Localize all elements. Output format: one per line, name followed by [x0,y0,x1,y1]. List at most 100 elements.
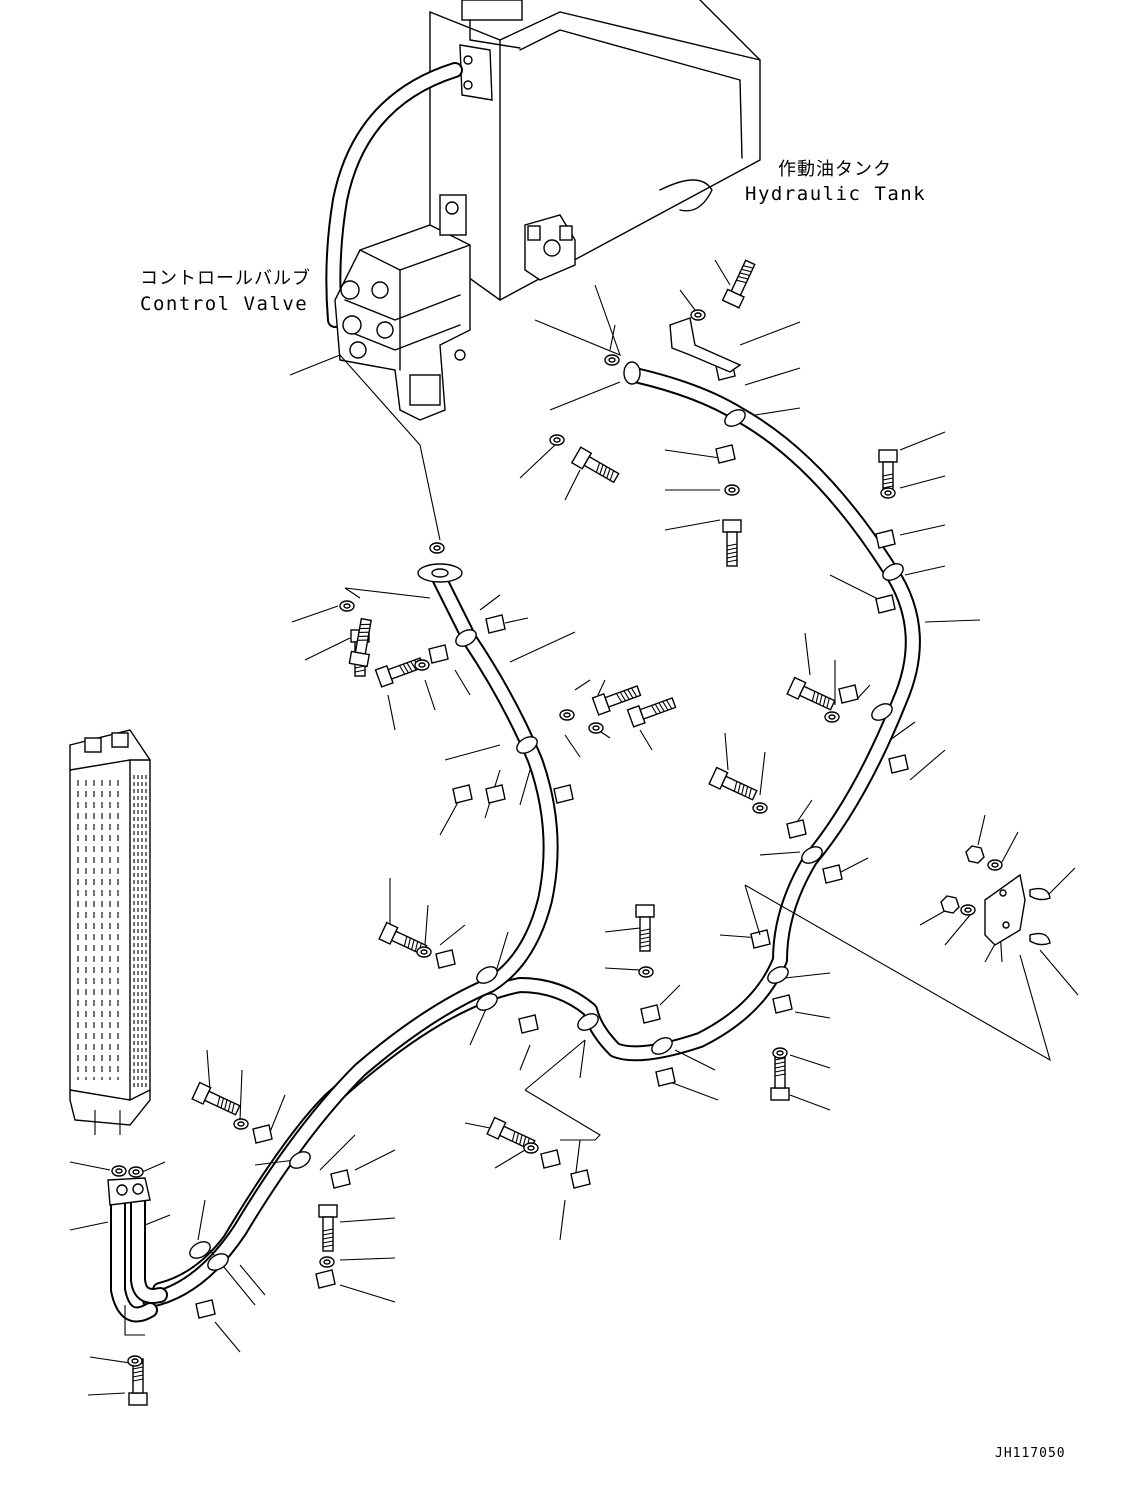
clamp-block-icon [540,1149,561,1169]
leader-line [609,324,616,351]
clamp-block-icon [875,529,896,549]
leader-line [1001,831,1019,863]
washer-icon [880,487,896,499]
leader-line [339,1284,396,1303]
clamp-icon [577,1013,599,1031]
leader-line [269,1094,286,1133]
washer-icon [549,434,565,446]
leader-line [519,444,556,479]
clamp-icon [882,563,904,581]
leader-line [519,769,531,806]
washer-icon [724,484,740,496]
leader-line [304,637,351,661]
leader-line [239,1069,243,1121]
leader-line [89,1356,131,1364]
clamp-icon [476,966,498,984]
clamp-block-icon [715,444,736,464]
leader-line [69,1161,111,1171]
clamp-block-icon [640,1004,661,1024]
leader-line [1047,867,1076,896]
leader-line [784,972,831,979]
washer-icon [690,309,706,321]
leader-line [319,1134,356,1171]
leader-line [424,679,436,711]
bolt-icon [770,1053,790,1101]
leader-line [214,1321,241,1353]
hose-clamps [189,361,909,1319]
washer-icon [604,354,620,366]
clamp-block-icon [195,1299,216,1319]
bolt-icon [570,446,620,484]
bolt-icon [708,766,758,801]
leader-line [87,1392,126,1396]
leader-line [724,732,729,771]
washer-icon [559,709,575,721]
tank-bracket-icon [669,317,742,373]
leader-line [909,749,946,781]
drawing-code: JH117050 [995,1446,1066,1461]
bolt-icon [626,697,677,728]
leader-line [744,367,801,386]
washer-icon [960,904,976,916]
leader-line [739,321,801,346]
leader-line [254,1159,296,1166]
leader-line [664,519,721,531]
leader-line [439,924,466,946]
leader-line [944,914,971,946]
bolt-icon [786,676,836,711]
clamp-icon [455,629,477,647]
valve-label-jp: コントロールバルブ [140,267,311,289]
bolt-icon [374,657,425,688]
leader-lines [69,259,1079,1396]
clamp-block-icon [435,949,456,969]
leader-line [714,259,731,286]
clamp-icon [651,1037,673,1055]
leader-line [206,1049,211,1091]
bolt-icon [722,519,742,567]
washers [111,309,1003,1367]
clamp-icon [289,1151,311,1169]
washer-icon [319,1256,335,1268]
leader-line [759,851,801,856]
clamp-block-icon [888,754,909,774]
leader-line [479,594,501,611]
washer-icon [414,659,430,671]
leader-line [899,431,946,451]
valve-supply-hose [325,62,463,328]
leader-line [899,475,946,489]
leader-line [291,605,339,623]
nuts [940,845,985,914]
leader-line [454,669,471,696]
hydraulic-tank-icon [429,0,761,301]
leader-line [664,449,721,459]
tank-label-en: Hydraulic Tank [745,183,926,205]
leader-line [574,679,591,691]
clamp-icon [207,1253,229,1271]
bolt-icon [348,617,372,668]
bolt-icon [721,259,756,309]
leader-line [519,1044,531,1071]
clamp-icon [871,703,893,721]
leader-line [679,289,696,311]
bolt-icon [635,904,655,952]
clamp-block-icon [570,1169,591,1189]
clamp-icon [516,736,538,754]
clamp-block-icon [485,614,506,634]
leader-line [659,984,681,1006]
leader-line [604,927,641,933]
clamp-icon [801,846,823,864]
leader-line [857,684,871,699]
clamp-block-icon [655,1067,676,1087]
washer-icon [772,1047,788,1059]
washer-icon [233,1118,249,1130]
group-callout-lines [124,284,1051,1336]
leader-line [424,904,429,946]
leader-line [197,1199,206,1241]
clamp-block-icon [315,1269,336,1289]
leader-line [789,1094,831,1111]
nut-icon [940,895,960,914]
clamp-block-icon [875,594,896,614]
leader-line [794,1011,831,1019]
supply-hose-left [142,572,559,1308]
